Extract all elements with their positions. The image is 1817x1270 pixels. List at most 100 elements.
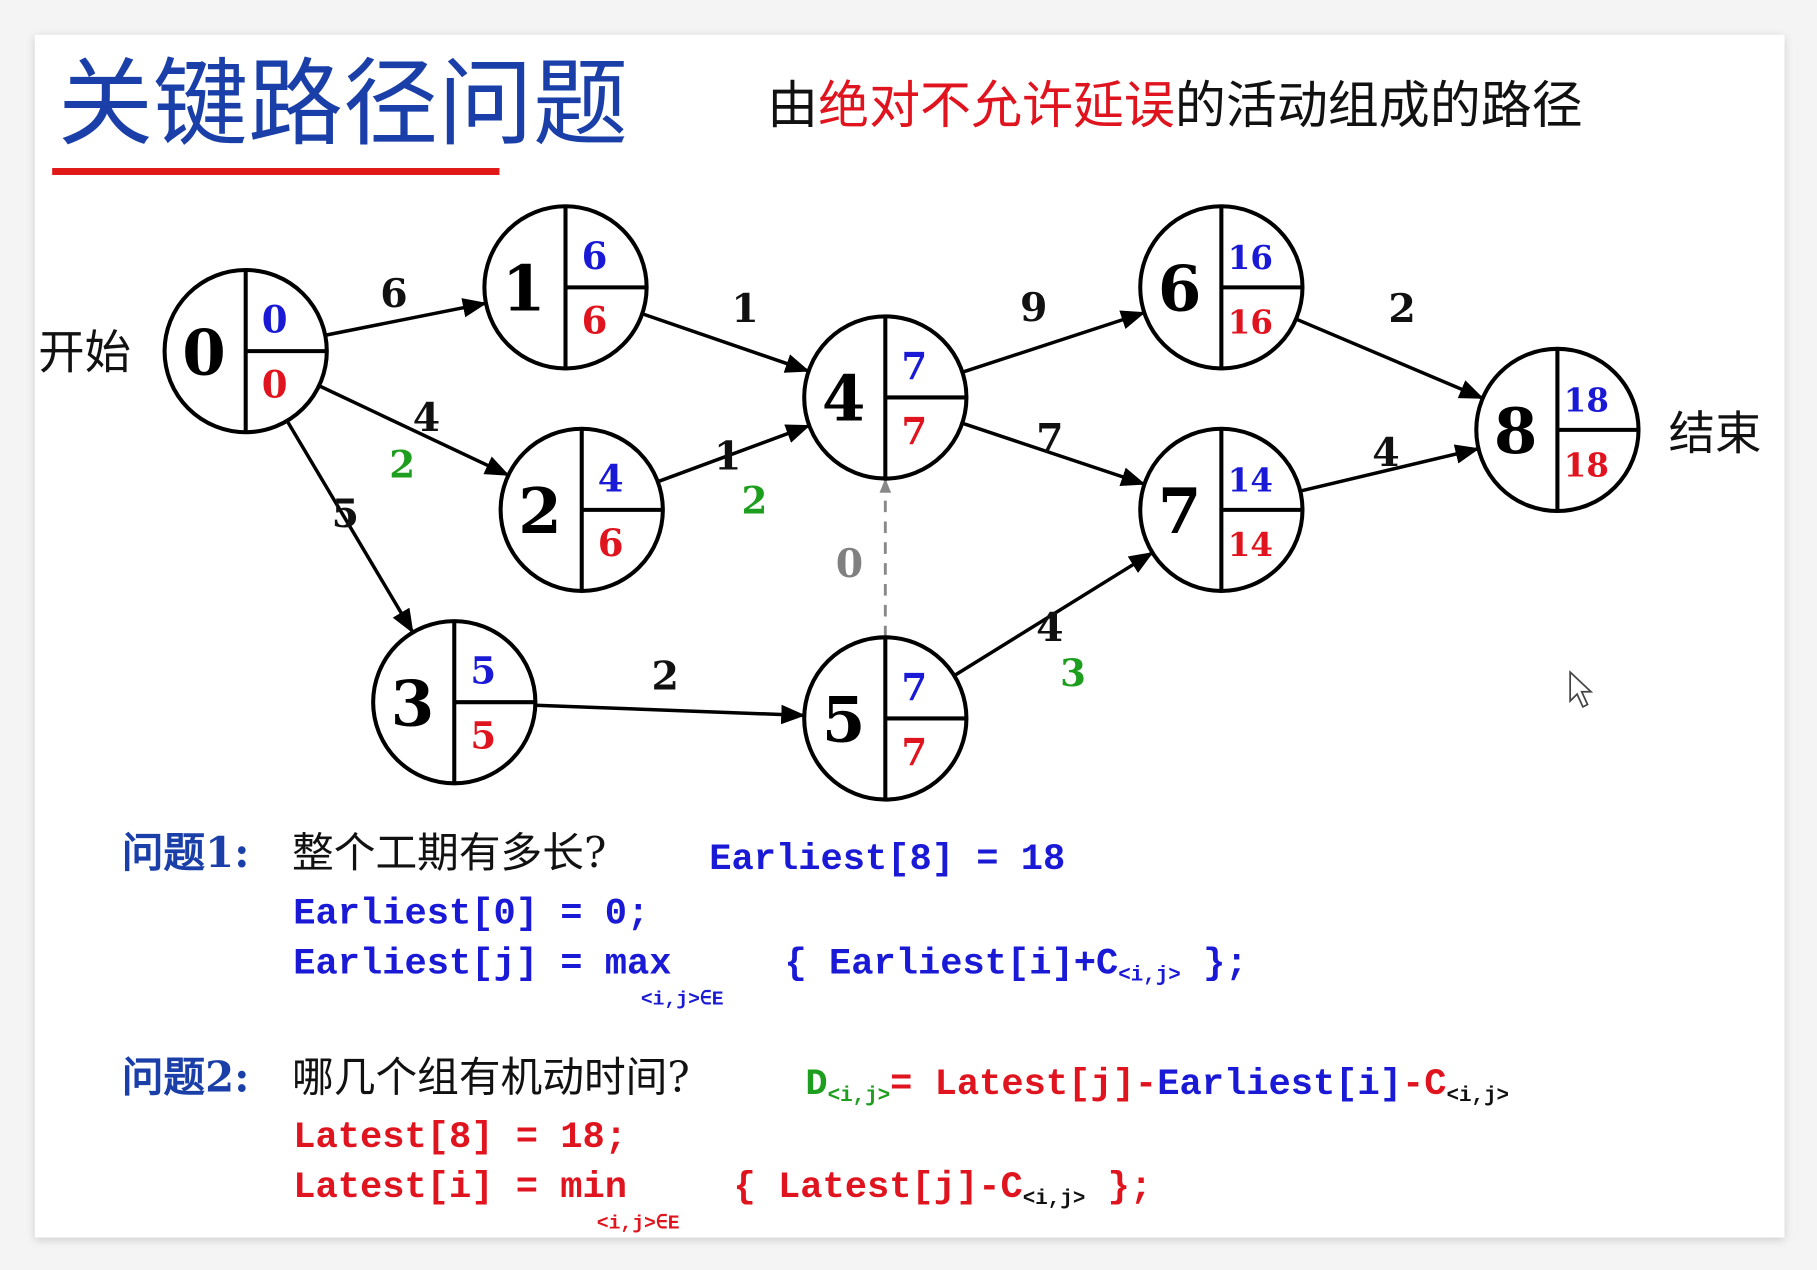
- slide-title: 关键路径问题: [58, 50, 628, 160]
- slide-background: [34, 34, 1785, 1238]
- node-earliest: 0: [262, 298, 288, 342]
- edge-arrow: [961, 310, 1146, 374]
- edge-arrow: [657, 424, 811, 484]
- node-earliest: 16: [1228, 239, 1273, 277]
- edge-arrow: [535, 703, 806, 725]
- edge-weight: 9: [1020, 285, 1047, 331]
- node-latest: 14: [1228, 526, 1273, 564]
- edge-arrow: [1299, 444, 1480, 493]
- edge-2-4: 12: [657, 424, 811, 522]
- node-7: 7 14 14: [1138, 426, 1305, 593]
- edge-7-8: 4: [1299, 430, 1480, 493]
- edge-arrow: [961, 421, 1146, 487]
- q2-label: 问题2:: [122, 1053, 250, 1102]
- node-8: 8 18 18: [1474, 346, 1641, 514]
- node-id: 4: [822, 362, 866, 436]
- q2-line2-lhs: Latest[i] = min: [293, 1167, 627, 1209]
- edge-arrow: [1295, 317, 1484, 400]
- end-label: 结束: [1669, 407, 1762, 461]
- node-id: 1: [502, 252, 546, 326]
- edge-weight: 6: [380, 271, 407, 317]
- edge-arrow: [324, 298, 488, 337]
- node-earliest: 4: [598, 456, 624, 500]
- question-2: 问题2: 哪几个组有机动时间? D<i,j>= Latest[j]-Earlie…: [122, 1053, 1509, 1235]
- edge-weight: 0: [836, 541, 863, 587]
- node-earliest: 14: [1228, 461, 1273, 499]
- question-1: 问题1: 整个工期有多长? Earliest[8] = 18 Earliest[…: [122, 828, 1248, 1011]
- node-latest: 7: [901, 409, 927, 453]
- q2-question: 哪几个组有机动时间?: [292, 1053, 690, 1102]
- node-latest: 18: [1564, 446, 1609, 484]
- edge-slack: 2: [389, 442, 415, 486]
- edge-arrow: [285, 419, 414, 634]
- edge-weight: 2: [1388, 286, 1415, 332]
- node-earliest: 18: [1564, 381, 1609, 419]
- q2-slack-formula: D<i,j>= Latest[j]-Earliest[i]-C<i,j>: [805, 1064, 1509, 1108]
- edge-weight: 4: [413, 395, 440, 441]
- edge-weight: 1: [731, 286, 758, 332]
- node-latest: 16: [1228, 304, 1273, 342]
- edge-weight: 1: [714, 433, 741, 479]
- edge-weight: 2: [651, 653, 678, 699]
- node-id: 6: [1158, 252, 1202, 326]
- edge-0-3: 5: [285, 419, 414, 634]
- q1-line2-lhs: Earliest[j] = max: [293, 943, 671, 985]
- node-earliest: 5: [470, 649, 496, 693]
- edge-1-4: 1: [641, 286, 810, 373]
- edge-weight: 4: [1372, 430, 1399, 476]
- edge-arrow: [641, 312, 810, 373]
- node-latest: 5: [470, 714, 496, 758]
- edge-weight: 5: [332, 491, 359, 537]
- q1-answer: Earliest[8] = 18: [709, 839, 1065, 881]
- edge-weight: 4: [1036, 605, 1063, 651]
- edge-arrow: [953, 551, 1154, 678]
- edge-slack: 3: [1060, 651, 1086, 695]
- node-earliest: 7: [901, 344, 927, 388]
- node-id: 8: [1494, 394, 1538, 468]
- node-latest: 6: [582, 299, 608, 343]
- mouse-cursor-icon: [1569, 670, 1594, 709]
- q2-min-subscript: <i,j>∈E: [597, 1212, 680, 1234]
- node-latest: 7: [901, 730, 927, 774]
- subtitle: 由绝对不允许延误的活动组成的路径: [767, 77, 1583, 136]
- edge-arrow: [318, 384, 510, 477]
- node-6: 6 16 16: [1138, 204, 1305, 371]
- edge-5-4: 0: [836, 478, 892, 638]
- edge-5-7: 43: [953, 551, 1154, 695]
- node-id: 3: [391, 666, 435, 740]
- node-id: 0: [182, 315, 226, 389]
- edge-slack: 2: [741, 478, 767, 522]
- node-latest: 6: [598, 521, 624, 565]
- q1-label: 问题1:: [122, 828, 250, 877]
- node-earliest: 6: [582, 234, 608, 278]
- q2-line2-rhs: { Latest[j]-C<i,j> };: [734, 1167, 1153, 1211]
- start-label: 开始: [38, 325, 131, 379]
- q2-line1: Latest[8] = 18;: [293, 1117, 627, 1159]
- node-id: 7: [1158, 474, 1202, 548]
- edge-0-2: 42: [318, 384, 510, 486]
- edge-4-6: 9: [961, 285, 1146, 374]
- edge-weight: 7: [1036, 416, 1063, 462]
- q1-line1: Earliest[0] = 0;: [293, 894, 649, 936]
- node-earliest: 7: [901, 665, 927, 709]
- edge-4-7: 7: [961, 416, 1146, 487]
- node-id: 5: [822, 683, 866, 757]
- q1-line2-rhs: { Earliest[i]+C<i,j> };: [785, 943, 1248, 987]
- edge-3-5: 2: [535, 653, 806, 725]
- node-id: 2: [518, 474, 562, 548]
- edge-0-1: 6: [324, 271, 488, 337]
- q1-question: 整个工期有多长?: [292, 828, 606, 877]
- edge-6-8: 2: [1295, 286, 1484, 400]
- q1-max-subscript: <i,j>∈E: [641, 989, 724, 1011]
- title-underline: [52, 168, 500, 175]
